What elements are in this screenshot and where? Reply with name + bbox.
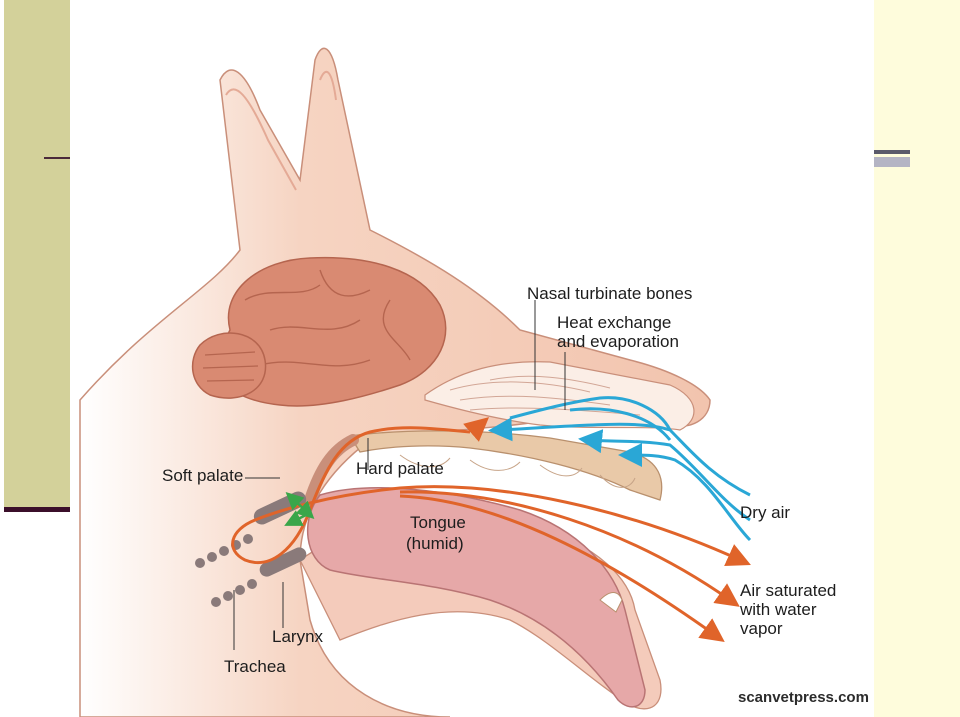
label-tongue-line1: Tongue (410, 513, 466, 532)
label-hard-palate: Hard palate (356, 459, 444, 478)
label-larynx: Larynx (272, 627, 324, 646)
label-trachea: Trachea (224, 657, 286, 676)
exchange-arrow (285, 492, 315, 519)
label-soft-palate: Soft palate (162, 466, 243, 485)
brain (191, 256, 447, 407)
diagram-canvas: Nasal turbinate bones Heat exchange and … (79, 47, 869, 717)
credit-text: scanvetpress.com (738, 689, 869, 706)
label-dry-air: Dry air (740, 503, 790, 522)
slide-right-rule-light (874, 157, 910, 167)
slide-left-rule (4, 507, 70, 512)
dry-air-arrows (488, 396, 752, 542)
label-air-saturated-line2: with water (739, 600, 817, 619)
trachea (195, 534, 257, 607)
humid-air-arrows (231, 417, 751, 642)
label-air-saturated-line1: Air saturated (740, 581, 836, 600)
slide-left-band (4, 0, 70, 507)
label-nasal-turbinate-bones: Nasal turbinate bones (527, 284, 692, 303)
label-air-saturated-line3: vapor (740, 619, 783, 638)
slide-title-rule (44, 157, 70, 159)
dog-nasal-airflow-diagram: Nasal turbinate bones Heat exchange and … (70, 0, 874, 717)
label-leader-lines (233, 300, 566, 650)
label-heat-exchange-line2: and evaporation (557, 332, 679, 351)
slide-right-rule-dark (874, 150, 910, 154)
slide-right-band (874, 0, 960, 717)
label-tongue-line2: (humid) (406, 534, 464, 553)
label-heat-exchange-line1: Heat exchange (557, 313, 671, 332)
